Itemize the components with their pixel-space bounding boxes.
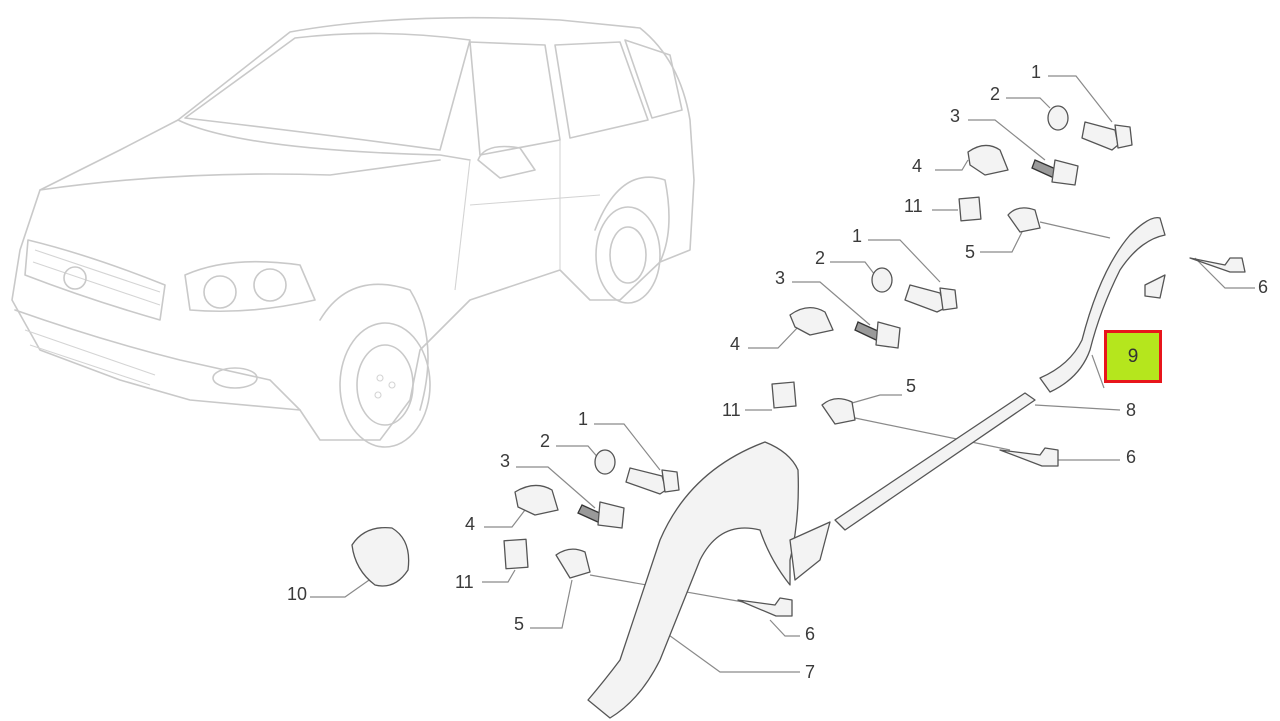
label-a3: 3 bbox=[950, 106, 960, 126]
label-b1: 1 bbox=[852, 226, 862, 246]
label-c11: 11 bbox=[455, 572, 474, 592]
label-c1: 1 bbox=[578, 409, 588, 429]
callout-labels: 1 2 3 4 11 5 6 1 2 3 4 11 5 8 6 1 2 3 4 … bbox=[287, 62, 1268, 682]
label-c3: 3 bbox=[500, 451, 510, 471]
label-c5: 5 bbox=[514, 614, 524, 634]
label-a11: 11 bbox=[904, 196, 923, 216]
label-b5: 5 bbox=[906, 376, 916, 396]
parts-group-top bbox=[958, 105, 1246, 273]
label-b4: 4 bbox=[730, 334, 740, 354]
label-c4: 4 bbox=[465, 514, 475, 534]
label-b11: 11 bbox=[722, 400, 741, 420]
label-c2: 2 bbox=[540, 431, 550, 451]
parts-group-middle bbox=[771, 216, 1166, 531]
label-a2: 2 bbox=[990, 84, 1000, 104]
label-a4: 4 bbox=[912, 156, 922, 176]
label-b6: 6 bbox=[1126, 447, 1136, 467]
label-a5: 5 bbox=[965, 242, 975, 262]
label-c7: 7 bbox=[805, 662, 815, 682]
label-a6: 6 bbox=[1258, 277, 1268, 297]
label-d10: 10 bbox=[287, 584, 307, 604]
label-a1: 1 bbox=[1031, 62, 1041, 82]
label-b3: 3 bbox=[775, 268, 785, 288]
parts-group-bottom bbox=[351, 441, 831, 719]
label-b2: 2 bbox=[815, 248, 825, 268]
label-b8: 8 bbox=[1126, 400, 1136, 420]
highlighted-part-label[interactable]: 9 bbox=[1104, 330, 1162, 383]
label-c6: 6 bbox=[805, 624, 815, 644]
highlighted-part-number: 9 bbox=[1127, 345, 1139, 367]
car-illustration bbox=[11, 16, 695, 448]
